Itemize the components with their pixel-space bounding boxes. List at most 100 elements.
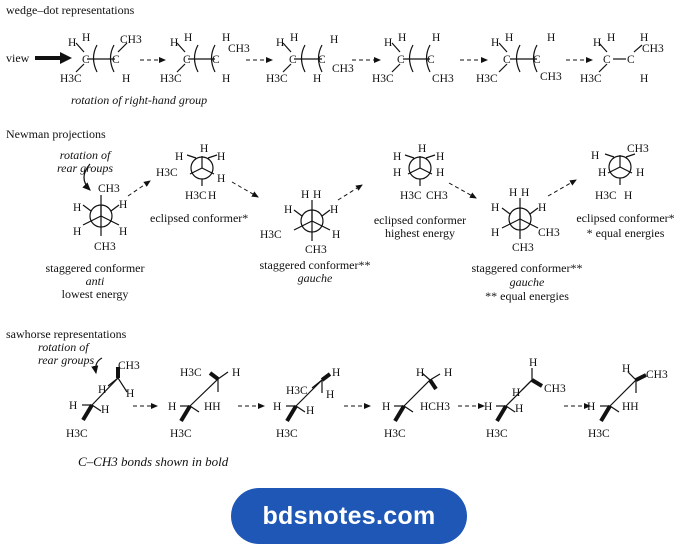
sawhorse-3: H H3C H H H H3C: [273, 367, 340, 440]
sawhorse-5: H CH3 H H H H3C: [484, 357, 566, 440]
atom-label: H: [73, 226, 81, 238]
atom-label: H: [168, 401, 176, 413]
anti-line-1: staggered conformer: [45, 261, 145, 275]
atom-label: C: [397, 54, 405, 66]
atom-label: H: [491, 37, 499, 49]
atom-label: H3C: [180, 367, 202, 379]
atom-label: CH3: [642, 43, 664, 55]
atom-label: HCH3: [420, 401, 450, 413]
atom-label: CH3: [426, 190, 448, 202]
newman-gauche-2: H H H H H CH3 CH3: [491, 187, 560, 254]
atom-label: H: [69, 400, 77, 412]
gauche2-line-1: staggered conformer**: [471, 261, 583, 275]
highest-line-2: highest energy: [384, 226, 456, 240]
wedge-structure-1: H H C C CH3 H3C H: [60, 32, 142, 85]
atom-label: H3C: [266, 73, 288, 85]
atom-label: H: [607, 32, 615, 44]
atom-label: H: [418, 143, 426, 155]
atom-label: C: [533, 54, 541, 66]
atom-label: CH3: [512, 242, 534, 254]
atom-label: H: [332, 367, 340, 379]
wedge-structure-6: H H C C H CH3 H3C H: [580, 32, 664, 85]
atom-label: H3C: [170, 428, 192, 440]
atom-label: H3C: [595, 190, 617, 202]
atom-label: H3C: [185, 190, 207, 202]
atom-label: H: [184, 32, 192, 44]
newman-section-title: Newman projections: [6, 127, 106, 141]
atom-label: H3C: [476, 73, 498, 85]
atom-label: H: [587, 401, 595, 413]
atom-label: H: [624, 190, 632, 202]
atom-label: H3C: [60, 73, 82, 85]
sawhorse-rotation-line-1: rotation of: [38, 340, 89, 354]
sawhorse-rotation-line-2: rear groups: [38, 353, 95, 367]
atom-label: H3C: [372, 73, 394, 85]
gauche2-line-2: gauche: [509, 275, 545, 289]
sawhorse-2: H3C H H HH H3C: [168, 367, 240, 440]
sawhorse-caption: C–CH3 bonds shown in bold: [78, 454, 229, 469]
atom-label: H: [512, 387, 520, 399]
atom-label: CH3: [94, 241, 116, 253]
atom-label: C: [503, 54, 511, 66]
atom-label: C: [627, 54, 635, 66]
atom-label: H: [232, 367, 240, 379]
atom-label: H3C: [400, 190, 422, 202]
gauche1-line-2: gauche: [297, 271, 333, 285]
atom-label: H: [175, 151, 183, 163]
atom-label: H: [313, 73, 321, 85]
atom-label: H: [200, 143, 208, 155]
atom-label: H: [222, 32, 230, 44]
atom-label: H: [622, 363, 630, 375]
wedge-structure-5: H H C C H H3C CH3: [476, 32, 562, 85]
atom-label: H: [491, 227, 499, 239]
newman-arrow-4: [448, 182, 477, 199]
watermark-logo[interactable]: bdsnotes.com: [231, 488, 467, 544]
atom-label: H: [284, 204, 292, 216]
sawhorse-section-title: sawhorse representations: [6, 327, 127, 341]
newman-caption-gauche-1: staggered conformer** gauche: [250, 259, 380, 285]
atom-label: H: [547, 32, 555, 44]
atom-label: H: [313, 189, 321, 201]
atom-label: H: [484, 401, 492, 413]
sawhorse-1: CH3 H H H H H3C: [66, 357, 140, 440]
atom-label: H: [326, 389, 334, 401]
atom-label: H3C: [66, 428, 88, 440]
atom-label: CH3: [538, 227, 560, 239]
atom-label: CH3: [120, 34, 142, 46]
wedge-section-title: wedge–dot representations: [6, 3, 135, 17]
atom-label: H: [436, 151, 444, 163]
wedge-structure-2: H H C C H CH3 H3C H: [160, 32, 250, 85]
atom-label: H: [382, 401, 390, 413]
atom-label: C: [289, 54, 297, 66]
atom-label: CH3: [646, 369, 668, 381]
wedge-structure-3: H H C C H CH3 H3C H: [266, 32, 354, 85]
atom-label: C: [427, 54, 435, 66]
atom-label: H: [73, 202, 81, 214]
newman-eclipsed-1: H H H H3C H H3C H: [156, 143, 225, 202]
atom-label: H: [640, 73, 648, 85]
atom-label: CH3: [118, 360, 140, 372]
newman-rotation-line-1: rotation of: [59, 148, 111, 162]
atom-label: H: [290, 32, 298, 44]
atom-label: H: [593, 37, 601, 49]
atom-label: H: [306, 405, 314, 417]
atom-label: CH3: [540, 71, 562, 83]
sawhorse-rotation-label: rotation of rear groups: [38, 341, 94, 367]
atom-label: C: [112, 54, 120, 66]
wedge-caption: rotation of right-hand group: [71, 93, 208, 107]
atom-label: H: [170, 37, 178, 49]
atom-label: H: [398, 32, 406, 44]
atom-label: H: [122, 73, 130, 85]
atom-label: H: [217, 173, 225, 185]
atom-label: C: [82, 54, 90, 66]
atom-label: H: [416, 367, 424, 379]
newman-eclipsed-2: H CH3 H H H3C H: [591, 143, 649, 202]
newman-caption-eclipsed-1: eclipsed conformer*: [150, 211, 249, 225]
atom-label: H: [330, 204, 338, 216]
newman-rotation-label: rotation of rear groups: [40, 149, 130, 175]
atom-label: C: [183, 54, 191, 66]
atom-label: CH3: [305, 244, 327, 256]
atom-label: H: [384, 37, 392, 49]
atom-label: H: [509, 187, 517, 199]
